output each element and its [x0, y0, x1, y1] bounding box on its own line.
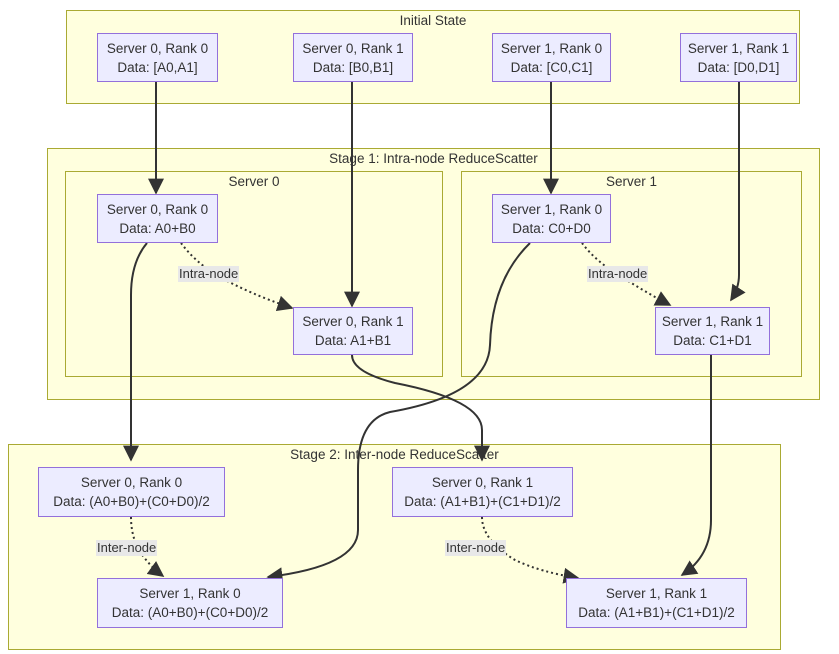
node-stage1-server0-rank0: Server 0, Rank 0 Data: A0+B0 — [97, 194, 218, 243]
node-name: Server 0, Rank 0 — [106, 40, 209, 56]
edge-inter-r0 — [130, 516, 165, 577]
edge-init-s1r1-to-st1-s1r1 — [730, 82, 746, 302]
node-stage2-server1-rank0: Server 1, Rank 0 Data: (A0+B0)+(C0+D0)/2 — [97, 578, 283, 628]
node-name: Server 1, Rank 1 — [661, 314, 764, 329]
node-data: Data: [C0,C1] — [510, 59, 593, 75]
node-data: Data: C1+D1 — [673, 333, 752, 348]
edge-st1-s1r0-to-st2-s1r0 — [266, 242, 531, 584]
node-init-server0-rank1: Server 0, Rank 1 Data: [B0,B1] — [293, 33, 413, 82]
node-name: Server 1, Rank 0 — [500, 201, 603, 217]
node-stage1-server1-rank0: Server 1, Rank 0 Data: C0+D0 — [492, 194, 611, 243]
node-stage2-server1-rank1: Server 1, Rank 1 Data: (A1+B1)+(C1+D1)/2 — [566, 578, 747, 628]
node-data: Data: (A1+B1)+(C1+D1)/2 — [404, 494, 561, 509]
edge-label-intra-s0: Intra-node — [178, 266, 240, 282]
edge-st1-s0r1-to-st2-s0r1 — [351, 354, 490, 462]
node-name: Server 0, Rank 1 — [431, 475, 534, 490]
node-name: Server 1, Rank 1 — [605, 586, 708, 601]
node-name: Server 0, Rank 0 — [106, 201, 209, 217]
edge-st1-s0r0-to-st2-s0r0 — [123, 242, 148, 462]
node-data: Data: (A0+B0)+(C0+D0)/2 — [53, 494, 210, 509]
node-name: Server 0, Rank 1 — [302, 40, 404, 56]
node-data: Data: (A0+B0)+(C0+D0)/2 — [111, 605, 269, 620]
node-name: Server 1, Rank 0 — [500, 40, 603, 56]
node-name: Server 0, Rank 1 — [302, 314, 404, 329]
node-data: Data: (A1+B1)+(C1+D1)/2 — [578, 605, 735, 620]
cluster-title-stage1-server1: Server 1 — [605, 174, 658, 189]
node-stage1-server0-rank1: Server 0, Rank 1 Data: A1+B1 — [293, 307, 413, 355]
node-stage2-server0-rank0: Server 0, Rank 0 Data: (A0+B0)+(C0+D0)/2 — [38, 467, 225, 517]
node-data: Data: A0+B0 — [119, 220, 196, 236]
edge-label-inter-r0: Inter-node — [96, 540, 158, 556]
edge-label-inter-r1: Inter-node — [445, 540, 507, 556]
node-data: Data: [A0,A1] — [117, 59, 198, 75]
node-stage2-server0-rank1: Server 0, Rank 1 Data: (A1+B1)+(C1+D1)/2 — [392, 467, 573, 517]
node-init-server1-rank0: Server 1, Rank 0 Data: [C0,C1] — [492, 33, 611, 82]
node-name: Server 1, Rank 1 — [687, 40, 790, 56]
edge-st1-s1r1-to-st2-s1r1 — [680, 355, 712, 576]
node-stage1-server1-rank1: Server 1, Rank 1 Data: C1+D1 — [655, 307, 770, 355]
edge-inter-r1 — [481, 516, 580, 584]
edge-intra-s0 — [180, 242, 294, 312]
cluster-title-initial-state: Initial State — [399, 13, 467, 28]
node-data: Data: [B0,B1] — [312, 59, 394, 75]
cluster-title-stage1: Stage 1: Intra-node ReduceScatter — [329, 151, 538, 166]
edge-label-intra-s1: Intra-node — [587, 266, 649, 282]
node-data: Data: A1+B1 — [314, 333, 392, 348]
node-name: Server 0, Rank 0 — [80, 475, 183, 490]
node-init-server1-rank1: Server 1, Rank 1 Data: [D0,D1] — [680, 33, 797, 82]
cluster-title-stage2: Stage 2: Inter-node ReduceScatter — [290, 447, 499, 462]
node-name: Server 1, Rank 0 — [139, 586, 241, 601]
node-init-server0-rank0: Server 0, Rank 0 Data: [A0,A1] — [97, 33, 218, 82]
node-data: Data: [D0,D1] — [697, 59, 780, 75]
cluster-title-stage1-server0: Server 0 — [228, 174, 280, 189]
node-data: Data: C0+D0 — [512, 220, 591, 236]
